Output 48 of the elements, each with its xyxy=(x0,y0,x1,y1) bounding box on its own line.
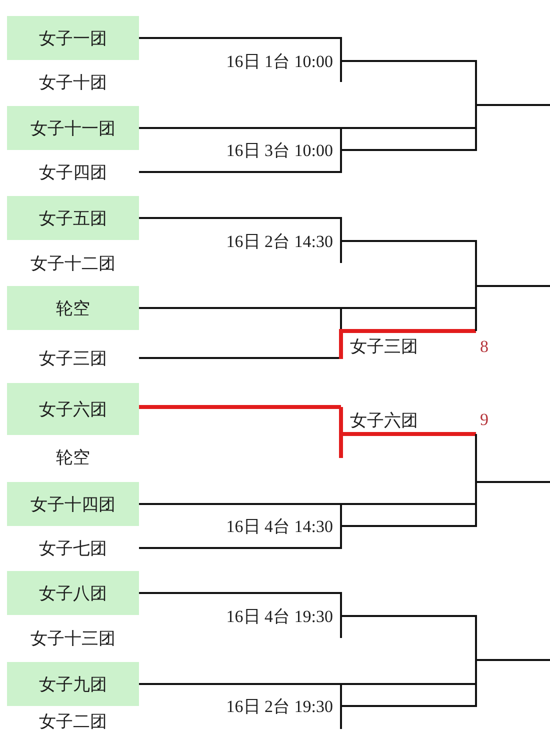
winner-name: 女子三团 xyxy=(350,338,418,354)
winner-name: 女子六团 xyxy=(350,412,418,428)
team-box: 女子十四团 xyxy=(7,482,139,526)
match-time: 16日 4台 19:30 xyxy=(226,608,333,624)
team-name: 女子四团 xyxy=(39,164,107,180)
match-time: 16日 4台 14:30 xyxy=(226,518,333,534)
bracket-line xyxy=(339,329,478,361)
bracket-line xyxy=(138,127,477,151)
match-time: 16日 2台 19:30 xyxy=(226,698,333,714)
bracket-line xyxy=(138,503,477,527)
match-time: 16日 3台 10:00 xyxy=(226,142,333,158)
bracket-line xyxy=(339,405,478,460)
team-name: 女子七团 xyxy=(39,540,107,556)
team-name: 轮空 xyxy=(56,448,90,466)
team-name: 女子二团 xyxy=(39,712,107,730)
bracket-line xyxy=(139,592,342,616)
team-box: 女子六团 xyxy=(7,383,139,435)
bracket-line xyxy=(476,659,550,661)
team-name: 女子三团 xyxy=(39,350,107,366)
team-box: 女子九团 xyxy=(7,662,139,706)
match-time: 16日 1台 10:00 xyxy=(226,52,333,70)
bracket-line xyxy=(340,659,477,730)
team-name: 女子十二团 xyxy=(30,254,116,272)
bracket-line xyxy=(341,105,477,151)
bracket-line xyxy=(139,405,343,409)
bracket-line xyxy=(138,683,477,707)
team-box: 女子一团 xyxy=(7,16,139,60)
team-box: 轮空 xyxy=(7,286,139,330)
team-box: 女子五团 xyxy=(7,196,139,240)
match-number: 9 xyxy=(480,411,488,428)
team-box: 女子八团 xyxy=(7,571,139,615)
team-name: 女子十团 xyxy=(39,74,107,90)
bracket-line xyxy=(139,357,342,359)
team-name: 女子十三团 xyxy=(30,630,116,646)
bracket-line xyxy=(139,217,342,241)
bracket-line xyxy=(476,104,550,106)
bracket-line xyxy=(340,240,477,287)
match-time: 16日 2台 14:30 xyxy=(226,232,333,250)
bracket-line xyxy=(139,526,342,549)
bracket-line xyxy=(340,615,477,661)
bracket-line xyxy=(139,37,342,61)
bracket-line xyxy=(341,482,477,527)
match-number: 8 xyxy=(480,338,488,355)
bracket-line xyxy=(475,285,550,331)
team-box: 女子十一团 xyxy=(7,106,139,150)
bracket-line xyxy=(475,434,550,483)
bracket-line xyxy=(340,60,477,106)
bracket-line xyxy=(139,150,342,173)
